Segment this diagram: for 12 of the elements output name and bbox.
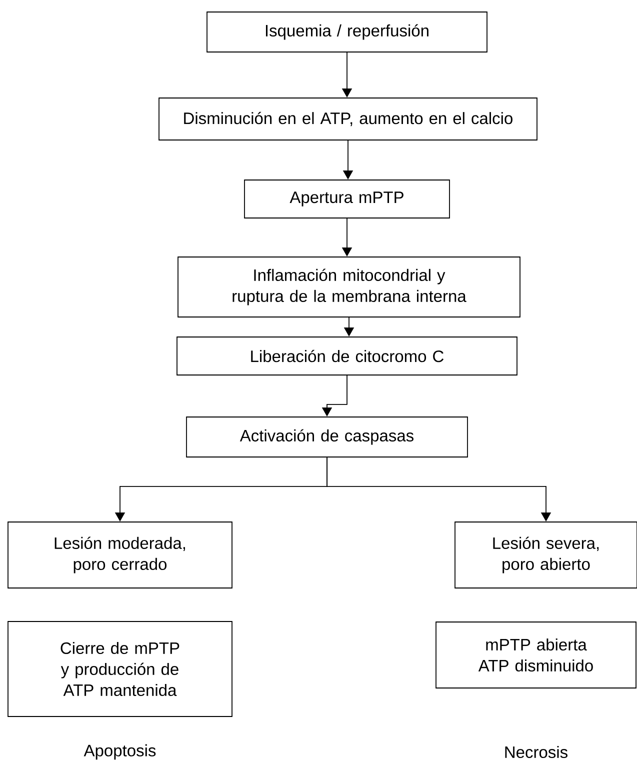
process-box: Cierre de mPTP y producción de ATP mantenida: [8, 621, 232, 717]
outcome-label: Apoptosis: [84, 744, 156, 760]
process-box: Disminución en el ATP, aumento en el calcio: [158, 98, 538, 140]
process-box: Apertura mPTP: [244, 180, 450, 218]
process-box: Activación de caspasas: [186, 416, 468, 458]
process-box: Lesión severa, poro abierto: [454, 522, 637, 588]
process-box: Liberación de citocromo C: [176, 336, 518, 376]
outcome-label: Necrosis: [505, 746, 568, 758]
process-box: Isquemia / reperfusión: [206, 12, 488, 52]
process-box: Inflamación mitocondrial y ruptura de la membrana interna: [178, 256, 520, 318]
process-box: mPTP abierta ATP disminuido: [436, 622, 636, 688]
process-box: Lesión moderada, poro cerrado: [8, 522, 232, 588]
